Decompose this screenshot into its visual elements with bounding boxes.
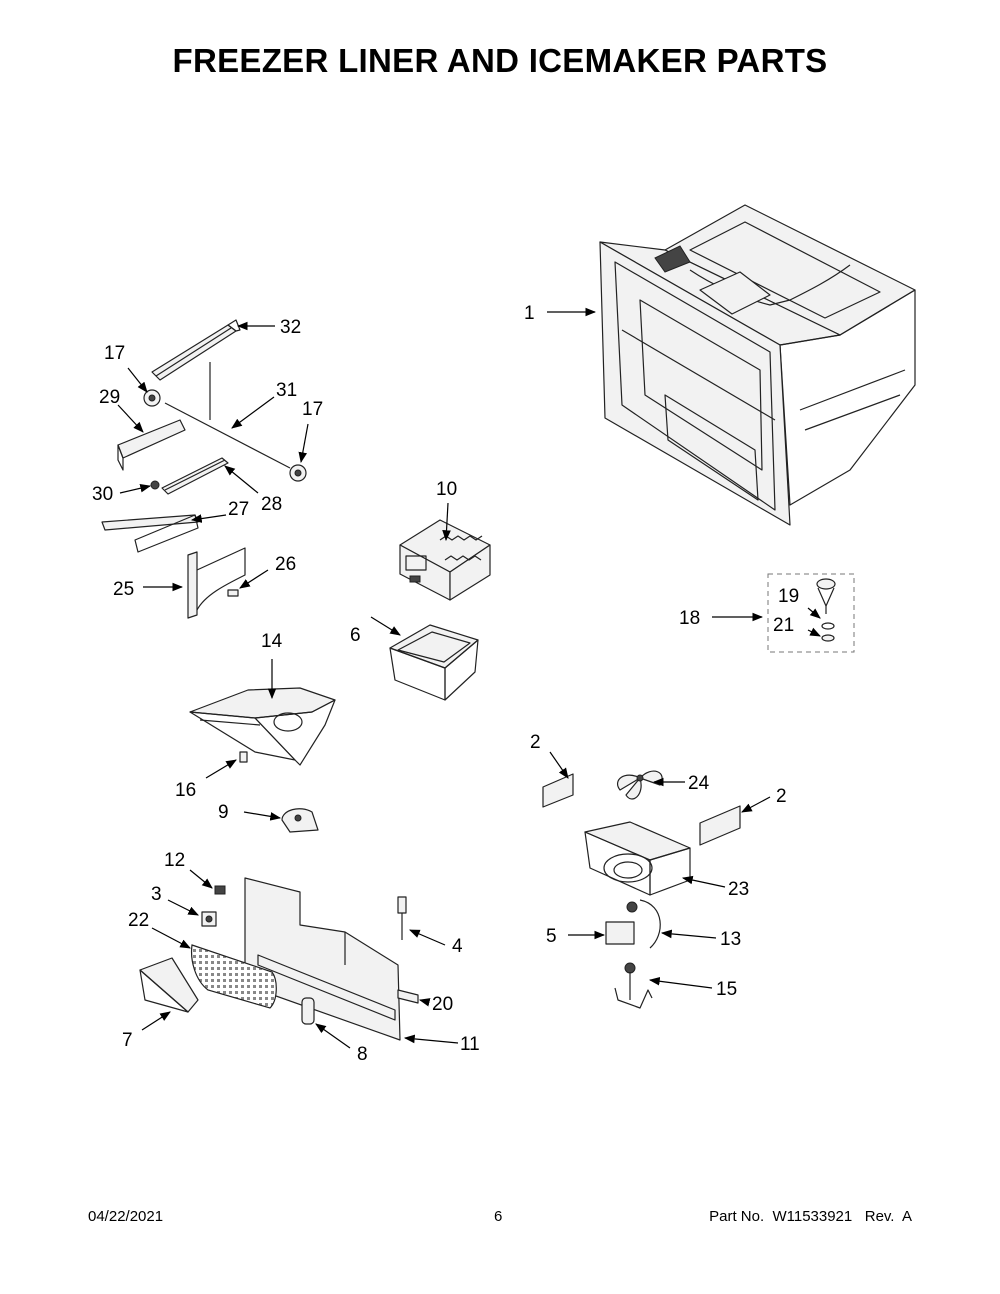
gear-right xyxy=(289,464,307,482)
callout-3: 3 xyxy=(151,884,162,905)
callout-2: 2 xyxy=(776,786,787,807)
callout-32: 32 xyxy=(280,317,301,338)
footer-part-number: Part No. W11533921 Rev. A xyxy=(709,1208,912,1225)
lower-slide xyxy=(101,514,199,553)
footer-page-number: 6 xyxy=(494,1208,503,1225)
callout-11: 11 xyxy=(460,1034,480,1055)
callout-4: 4 xyxy=(452,936,463,957)
ice-bin xyxy=(389,624,479,701)
callout-8: 8 xyxy=(357,1044,368,1065)
foam-pad-right xyxy=(699,805,741,846)
callout-17: 17 xyxy=(104,343,125,364)
callout-17: 17 xyxy=(302,399,323,420)
callout-26: 26 xyxy=(275,554,296,575)
callout-27: 27 xyxy=(228,499,249,520)
evaporator-grille xyxy=(190,944,277,1009)
callout-15: 15 xyxy=(716,979,737,1000)
motor-bracket xyxy=(614,972,653,1009)
callout-31: 31 xyxy=(276,380,297,401)
fan-blade xyxy=(617,770,663,800)
callout-9: 9 xyxy=(218,802,229,823)
footer-date: 04/22/2021 xyxy=(88,1208,164,1225)
screw-12 xyxy=(214,885,226,895)
callout-19: 19 xyxy=(778,586,799,607)
rear-panel xyxy=(244,877,401,1041)
screw-26 xyxy=(227,589,239,597)
fan-motor xyxy=(605,899,661,974)
motor-mount xyxy=(201,911,217,927)
sensor xyxy=(301,997,315,1025)
damper xyxy=(281,808,319,833)
callout-24: 24 xyxy=(688,773,710,794)
air-tower xyxy=(189,687,336,766)
gear-left xyxy=(143,389,161,407)
callout-1: 1 xyxy=(524,303,535,324)
leader-lines xyxy=(117,307,821,1049)
freezer-liner xyxy=(599,204,916,526)
callout-28: 28 xyxy=(261,494,282,515)
callout-6: 6 xyxy=(350,625,361,646)
callout-10: 10 xyxy=(436,479,457,500)
callout-21: 21 xyxy=(773,615,794,636)
shaft xyxy=(164,402,291,469)
mounting-bracket xyxy=(187,547,246,619)
shelf-rail xyxy=(151,319,241,381)
callout-labels: 1 2 2 3 4 5 6 7 8 9 10 11 12 13 14 15 16… xyxy=(92,303,799,1065)
callout-22: 22 xyxy=(128,910,149,931)
callout-29: 29 xyxy=(99,387,120,408)
fan-shroud xyxy=(584,821,691,896)
callout-25: 25 xyxy=(113,579,134,600)
thermistor xyxy=(397,896,407,940)
screw-30 xyxy=(150,480,160,490)
icemaker-assembly xyxy=(399,519,491,601)
callout-13: 13 xyxy=(720,929,741,950)
insulation-strip xyxy=(397,989,419,1004)
callout-18: 18 xyxy=(679,608,700,629)
drain-kit-inset xyxy=(767,573,855,653)
slide-rail xyxy=(161,457,229,495)
grille-cover xyxy=(139,957,199,1013)
foam-pad-left xyxy=(542,773,574,808)
slide-bracket xyxy=(117,419,186,471)
callout-20: 20 xyxy=(432,994,453,1015)
page-title: FREEZER LINER AND ICEMAKER PARTS xyxy=(172,42,828,79)
callout-7: 7 xyxy=(122,1030,133,1051)
callout-12: 12 xyxy=(164,850,185,871)
callout-23: 23 xyxy=(728,879,749,900)
callout-16: 16 xyxy=(175,780,196,801)
callout-14: 14 xyxy=(261,631,283,652)
clip xyxy=(239,751,248,763)
callout-2: 2 xyxy=(530,732,541,753)
callout-30: 30 xyxy=(92,484,113,505)
callout-5: 5 xyxy=(546,926,557,947)
